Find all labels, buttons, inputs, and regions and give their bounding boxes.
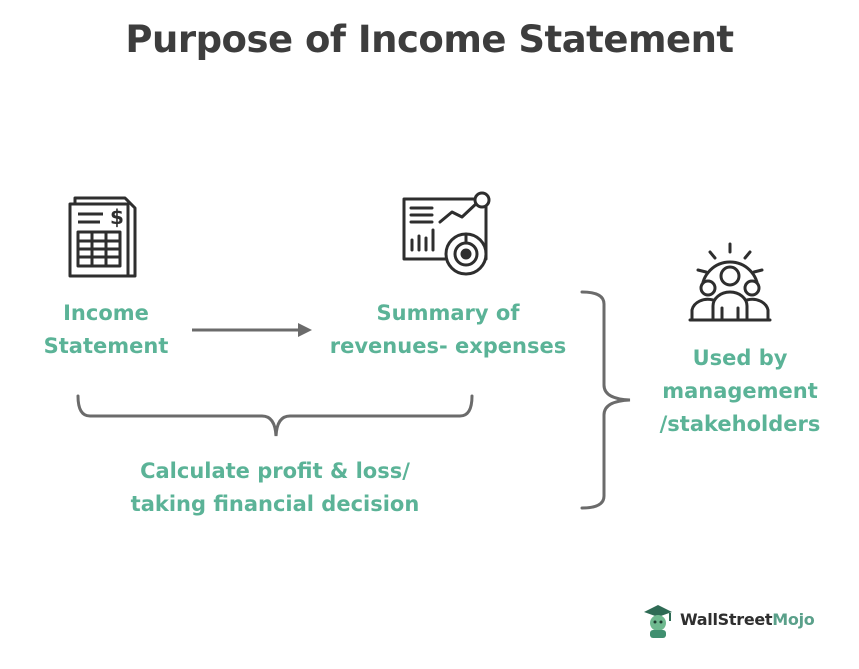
analytics-dashboard-icon xyxy=(402,191,491,276)
calculate-label: Calculate profit & loss/ taking financia… xyxy=(110,455,440,521)
vertical-bracket xyxy=(580,290,631,510)
svg-text:$: $ xyxy=(110,205,124,229)
summary-line-1: Summary of xyxy=(376,301,520,325)
mojo-mascot-icon xyxy=(644,605,672,638)
used-by-label: Used by management /stakeholders xyxy=(640,342,840,441)
calculate-line-2: taking financial decision xyxy=(130,492,420,516)
used-by-line-1: Used by xyxy=(692,346,788,370)
wallstreetmojo-logo: WallStreetMojo xyxy=(640,603,830,639)
income-statement-label: Income Statement xyxy=(26,297,186,363)
logo-text: WallStreetMojo xyxy=(680,610,815,629)
summary-line-2: revenues- expenses xyxy=(329,334,567,358)
logo-text-street: Street xyxy=(717,610,773,629)
summary-label: Summary of revenues- expenses xyxy=(318,297,578,363)
team-gear-icon xyxy=(688,242,772,322)
income-statement-line-2: Statement xyxy=(43,334,169,358)
logo-text-mojo: Mojo xyxy=(772,610,815,629)
logo-text-wall: Wall xyxy=(680,610,718,629)
used-by-line-3: /stakeholders xyxy=(659,412,821,436)
calculate-line-1: Calculate profit & loss/ xyxy=(140,459,410,483)
used-by-line-2: management xyxy=(662,379,818,403)
page-title: Purpose of Income Statement xyxy=(125,18,734,61)
spreadsheet-dollar-icon: $ xyxy=(68,196,137,278)
income-statement-line-1: Income xyxy=(63,301,149,325)
horizontal-bracket xyxy=(76,394,474,437)
flow-arrow xyxy=(192,323,312,337)
